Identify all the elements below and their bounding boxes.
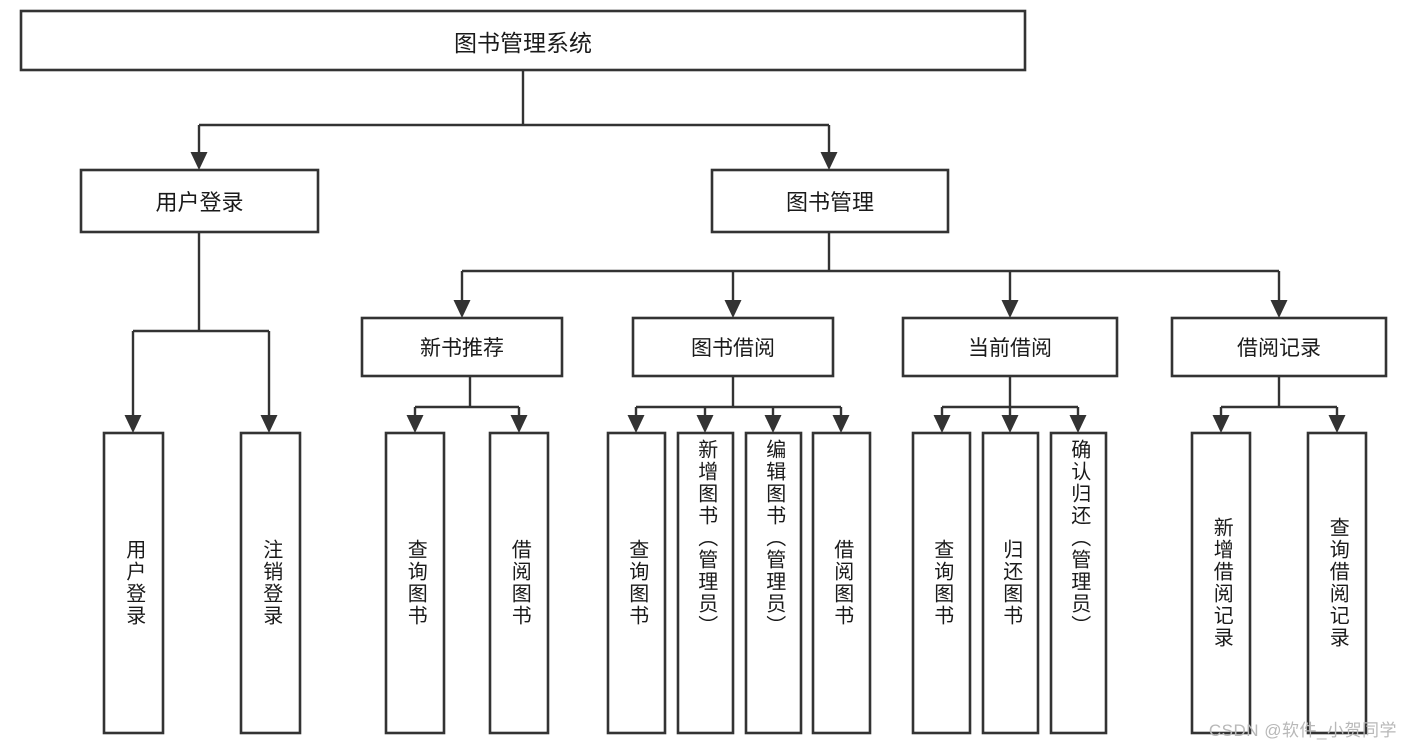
node-box-leaf-logout[interactable] [239, 431, 302, 735]
node-box-leaf-query-book-1[interactable] [384, 431, 446, 735]
node-box-leaf-edit-book[interactable] [744, 431, 803, 735]
node-box-book-manage[interactable] [710, 168, 950, 234]
connector-group-book-borrow [627, 376, 850, 433]
node-box-leaf-borrow-book-1[interactable] [488, 431, 550, 735]
node-box-leaf-return-book[interactable] [981, 431, 1040, 735]
node-box-leaf-query-book-3[interactable] [911, 431, 972, 735]
connector-group-new-book-rec [406, 376, 528, 433]
connector-group-root [190, 70, 838, 170]
node-box-leaf-add-record[interactable] [1190, 431, 1252, 735]
connector-group-borrow-record [1212, 376, 1346, 433]
node-box-user-login[interactable] [79, 168, 320, 234]
node-box-leaf-borrow-book-2[interactable] [811, 431, 872, 735]
node-box-leaf-add-book[interactable] [676, 431, 735, 735]
connector-group-book-manage [453, 232, 1288, 318]
node-box-leaf-query-book-2[interactable] [606, 431, 667, 735]
node-box-new-book-rec[interactable] [360, 316, 564, 378]
node-box-root[interactable] [19, 9, 1027, 72]
node-box-borrow-record[interactable] [1170, 316, 1388, 378]
node-box-leaf-confirm-return[interactable] [1049, 431, 1108, 735]
connector-group-user-login [124, 232, 278, 433]
node-box-leaf-query-record[interactable] [1306, 431, 1368, 735]
connector-group-current-borrow [933, 376, 1087, 433]
csdn-watermark: CSDN @软件_小贺同学 [1208, 721, 1397, 740]
node-box-current-borrow[interactable] [901, 316, 1119, 378]
node-box-book-borrow[interactable] [631, 316, 835, 378]
node-box-leaf-user-login[interactable] [102, 431, 165, 735]
